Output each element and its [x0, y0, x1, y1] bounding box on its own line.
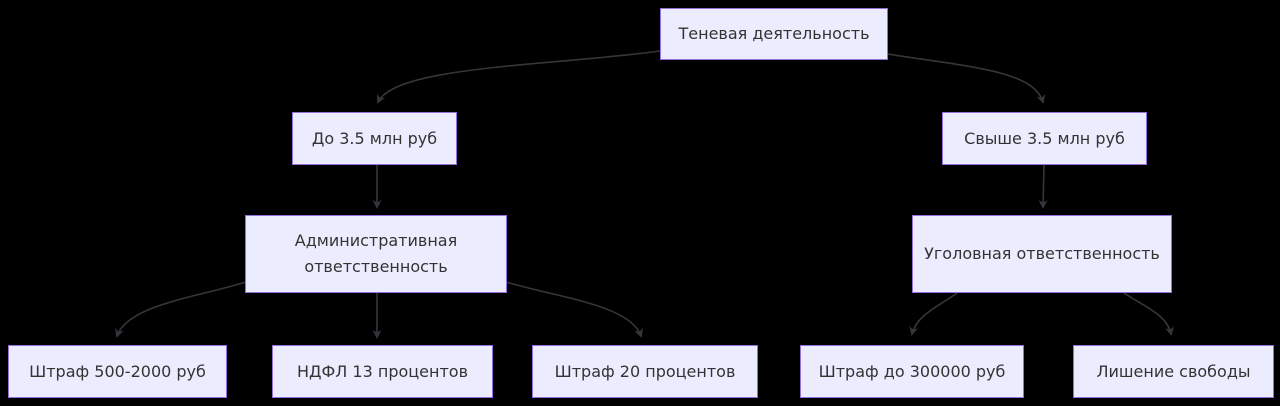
node-fine-20-percent-label: Штраф 20 процентов — [554, 361, 736, 381]
edge-administrative-to-fine20 — [505, 281, 643, 338]
node-imprisonment-label: Лишение свободы — [1096, 361, 1251, 381]
edge-shadow-to-under35 — [377, 50, 661, 104]
edge-administrative-to-fine500 — [115, 281, 247, 338]
node-fine-up-to-300000-label: Штраф до 300000 руб — [818, 361, 1006, 381]
node-fine-20-percent: Штраф 20 процентов — [532, 345, 758, 398]
node-fine-500-2000: Штраф 500-2000 руб — [8, 345, 227, 398]
node-ndfl-13-percent-label: НДФЛ 13 процентов — [296, 361, 468, 381]
node-criminal-responsibility: Уголовная ответственность — [912, 215, 1172, 293]
node-administrative-responsibility: Административная ответственность — [245, 215, 507, 293]
node-ndfl-13-percent: НДФЛ 13 процентов — [272, 345, 493, 398]
node-fine-up-to-300000: Штраф до 300000 руб — [800, 345, 1024, 398]
node-imprisonment: Лишение свободы — [1073, 345, 1274, 398]
node-over-3-5-mln-label: Свыше 3.5 млн руб — [964, 128, 1125, 148]
node-fine-500-2000-label: Штраф 500-2000 руб — [29, 361, 206, 381]
node-administrative-responsibility-label: Административная ответственность — [294, 231, 458, 276]
edge-over35-to-criminal — [1038, 164, 1048, 209]
node-criminal-responsibility-label: Уголовная ответственность — [924, 244, 1160, 263]
node-over-3-5-mln: Свыше 3.5 млн руб — [942, 112, 1147, 165]
node-under-3-5-mln-label: До 3.5 млн руб — [311, 128, 438, 148]
edge-criminal-to-fine300000 — [909, 292, 958, 336]
node-shadow-activity: Теневая деятельность — [660, 8, 888, 60]
edge-criminal-to-imprisonment — [1123, 292, 1174, 336]
edge-shadow-to-over35 — [887, 53, 1046, 104]
node-shadow-activity-label: Теневая деятельность — [678, 24, 870, 43]
node-under-3-5-mln: До 3.5 млн руб — [292, 112, 457, 165]
